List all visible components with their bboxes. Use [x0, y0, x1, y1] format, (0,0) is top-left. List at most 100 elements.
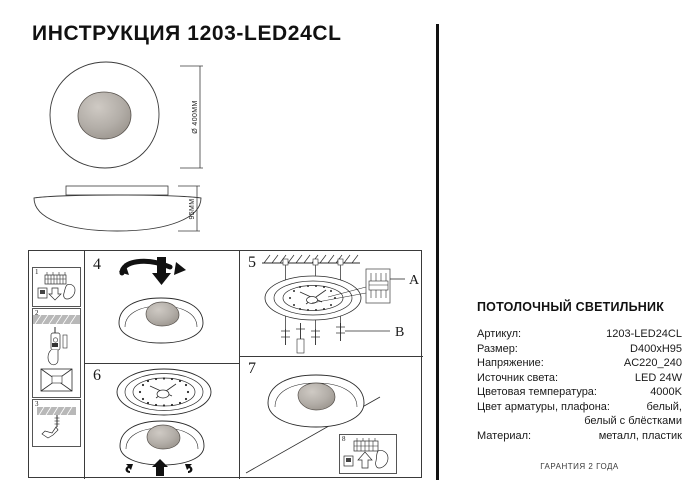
side-view-mount-plate [65, 185, 169, 196]
led-diodes [289, 285, 336, 311]
rotate-left-arrow-icon [125, 464, 133, 473]
terminal-pins [45, 275, 66, 284]
led-diodes [138, 377, 190, 407]
grid-divider-vertical-1 [84, 251, 85, 479]
spec-row-size: Размер: D400xH95 [477, 342, 682, 357]
step-panel-3: 3 [32, 399, 81, 447]
arrow-up-icon [357, 451, 373, 469]
spec-value-colors: белый, [646, 400, 682, 413]
step-4-number: 4 [93, 256, 101, 273]
hand-icon [375, 450, 389, 469]
callout-a-pointers [311, 286, 367, 304]
step-8-number: 8 [342, 435, 346, 443]
spec-row-light-source: Источник света: LED 24W [477, 371, 682, 386]
lamp-diffuser-center [145, 301, 180, 327]
terminal-block-icon [44, 274, 67, 285]
grid-divider-horizontal-left [84, 363, 239, 364]
drill-body-icon [50, 332, 61, 351]
rotate-arrow-head [174, 262, 186, 275]
spec-label-material: Материал: [477, 429, 532, 442]
step-2-number: 2 [35, 309, 39, 317]
step-6-illustration [116, 368, 212, 476]
terminal-wires [356, 438, 376, 441]
step-7-number: 7 [248, 360, 256, 377]
product-heading: ПОТОЛОЧНЫЙ СВЕТИЛЬНИК [477, 300, 665, 314]
tool-icon [41, 426, 59, 439]
spec-label-color-temperature: Цветовая температура: [477, 386, 597, 398]
spec-value-light-source: LED 24W [634, 371, 682, 384]
arrow-up-icon [152, 257, 171, 285]
spec-value-colors-line2: белый с блёстками [584, 415, 682, 427]
ceiling-hatch [33, 315, 80, 324]
step-3-illustration [37, 406, 76, 439]
step-panel-5: 5 [240, 251, 423, 356]
warranty-text: ГАРАНТИЯ 2 ГОДА [540, 462, 619, 471]
vertical-divider [436, 24, 439, 480]
spec-label-voltage: Напряжение: [477, 357, 544, 369]
step-7-illustration [245, 374, 381, 474]
top-view-inner-diffuser [77, 91, 132, 140]
step-1-number: 1 [35, 268, 39, 276]
step-5-number: 5 [248, 254, 256, 271]
spec-row-material: Материал: металл, пластик [477, 429, 682, 444]
spec-label-article: Артикул: [477, 328, 522, 340]
specifications-block: ПОТОЛОЧНЫЙ СВЕТИЛЬНИК Артикул: 1203-LED2… [477, 300, 682, 443]
arrow-up-icon [152, 459, 168, 476]
callout-label-b: B [395, 325, 404, 340]
terminal-wires [46, 272, 66, 275]
ceiling-hatch-lines [34, 314, 77, 325]
step-panel-1: 1 [32, 267, 81, 307]
step-1-illustration [37, 272, 76, 301]
center-connector [306, 296, 318, 304]
side-view-dimension-label: 95MM [189, 198, 196, 219]
switch-toggle [40, 290, 45, 294]
instruction-steps-grid: 1 [28, 250, 423, 479]
spec-value-color-temperature: 4000K [650, 386, 682, 398]
hand-icon [63, 284, 76, 300]
spec-label-colors: Цвет арматуры, плафона: [477, 400, 610, 413]
spec-row-colors: Цвет арматуры, плафона: белый, [477, 400, 682, 415]
side-view-drawing: 95MM [33, 185, 202, 232]
spec-value-voltage: AC220_240 [623, 357, 682, 369]
drill-accessory [62, 334, 68, 349]
spec-label-size: Размер: [477, 342, 518, 355]
spec-label-light-source: Источник света: [477, 371, 559, 384]
spec-value-article: 1203-LED24CL [606, 328, 682, 340]
step-panel-8: 8 [339, 434, 397, 474]
top-view-drawing: Ø 400MM [49, 61, 203, 169]
ceiling-hatch [37, 407, 76, 415]
ceiling-hatch-lines [263, 254, 359, 264]
side-view-dome [33, 194, 202, 232]
finished-lamp-diffuser [297, 382, 336, 411]
page-title: ИНСТРУКЦИЯ 1203-LED24CL [32, 22, 342, 45]
screw-threads [54, 417, 60, 425]
step-panel-6: 6 [84, 364, 239, 479]
screws-and-dowels [281, 323, 345, 354]
grid-divider-vertical-2 [239, 251, 240, 479]
rotate-right-arrow-icon [185, 464, 193, 473]
callout-label-a: A [409, 273, 420, 288]
step-4-illustration [118, 257, 204, 344]
step-2-illustration [33, 314, 80, 392]
switch-toggle [346, 458, 351, 462]
step-panel-7: 7 [240, 357, 423, 479]
step-6-number: 6 [93, 367, 101, 384]
spec-row-article: Артикул: 1203-LED24CL [477, 327, 682, 342]
step-8-illustration [343, 438, 389, 469]
prohibited-item [51, 375, 63, 384]
step-panel-4: 4 [84, 251, 239, 363]
spec-value-size: D400xH95 [630, 342, 682, 355]
top-view-dimension-label: Ø 400MM [192, 100, 199, 134]
callout-a-detail [368, 273, 389, 298]
ceiling-anchors [282, 258, 344, 266]
step-panel-2: 2 [32, 308, 81, 398]
drill-handle [47, 349, 59, 366]
grid-divider-horizontal-right [239, 356, 423, 357]
spec-row-color-temperature: Цветовая температура: 4000K [477, 385, 682, 400]
center-connector [156, 389, 170, 399]
step-3-number: 3 [35, 400, 39, 408]
drill-label [52, 343, 58, 347]
rotate-arrow-tail-head [119, 263, 129, 275]
diffuser-center [146, 424, 181, 450]
